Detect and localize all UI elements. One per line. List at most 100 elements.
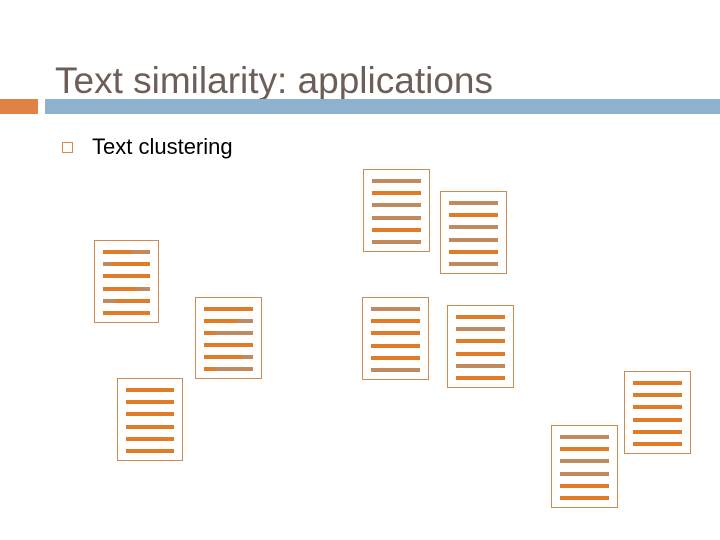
document-text-lines xyxy=(196,307,261,378)
document-text-line xyxy=(126,424,174,429)
document-text-lines xyxy=(552,435,617,507)
document-text-line xyxy=(126,412,174,417)
document-icon xyxy=(624,371,691,454)
document-text-line xyxy=(103,274,150,279)
document-text-line-accent xyxy=(126,448,174,453)
document-text-line xyxy=(103,250,150,254)
document-text-line-accent xyxy=(115,298,150,303)
document-text-line-accent xyxy=(449,213,498,218)
document-text-line-accent xyxy=(633,441,682,446)
document-text-line-accent xyxy=(372,227,421,232)
document-text-line xyxy=(126,388,174,392)
document-text-line xyxy=(204,355,253,359)
document-text-line xyxy=(372,239,421,244)
bullet-item-text-clustering: Text clustering xyxy=(62,134,233,160)
document-text-line xyxy=(449,201,498,205)
document-text-line xyxy=(371,331,420,336)
document-text-line xyxy=(204,367,253,371)
document-text-lines xyxy=(441,201,506,273)
document-text-line xyxy=(560,435,609,439)
document-text-line-accent xyxy=(103,286,137,291)
document-text-line-accent xyxy=(456,315,505,319)
document-text-line-accent xyxy=(456,339,505,344)
document-text-line xyxy=(371,355,420,360)
document-text-line xyxy=(372,203,421,208)
document-text-line xyxy=(204,343,253,347)
document-text-line xyxy=(456,363,505,368)
document-text-line xyxy=(449,225,498,230)
document-text-line xyxy=(449,213,498,218)
document-text-line xyxy=(456,339,505,344)
document-icon xyxy=(362,297,429,380)
document-text-line-accent xyxy=(371,331,420,336)
document-text-line-accent xyxy=(126,412,174,417)
document-text-line xyxy=(371,367,420,372)
document-text-line-accent xyxy=(633,393,682,398)
document-text-line xyxy=(633,417,682,422)
document-text-line-accent xyxy=(560,495,609,500)
document-text-line xyxy=(633,381,682,385)
document-text-line-accent xyxy=(456,375,505,380)
document-text-line-accent xyxy=(560,483,609,488)
document-text-lines xyxy=(95,250,158,322)
document-text-line xyxy=(633,429,682,434)
document-text-line xyxy=(560,495,609,500)
document-text-lines xyxy=(625,381,690,453)
document-text-line-accent xyxy=(371,319,420,324)
document-text-line xyxy=(456,351,505,356)
document-text-line-accent xyxy=(560,447,609,452)
document-text-line-accent xyxy=(633,429,682,434)
document-icon xyxy=(117,378,183,461)
document-icon xyxy=(195,297,262,379)
document-icon xyxy=(440,191,507,274)
document-text-lines xyxy=(118,388,182,460)
document-text-line xyxy=(456,375,505,380)
document-text-line xyxy=(633,393,682,398)
document-text-line-accent xyxy=(204,319,238,323)
document-text-line-accent xyxy=(449,249,498,254)
document-icon xyxy=(94,240,159,323)
document-text-line-accent xyxy=(126,388,174,392)
document-text-line xyxy=(204,331,253,335)
document-text-line-accent xyxy=(113,262,150,267)
document-text-line-accent xyxy=(204,367,216,371)
document-text-line-accent xyxy=(371,343,420,348)
document-text-line xyxy=(449,237,498,242)
document-text-line-accent xyxy=(103,310,150,315)
document-icon xyxy=(363,169,430,252)
document-text-lines xyxy=(364,179,429,251)
document-text-line-accent xyxy=(633,381,682,385)
document-text-line xyxy=(204,319,253,323)
document-text-line xyxy=(371,343,420,348)
accent-divider-bar xyxy=(45,99,720,114)
document-text-line xyxy=(103,298,150,303)
document-text-line-accent xyxy=(633,417,682,422)
document-text-line-accent xyxy=(204,307,253,311)
document-text-line xyxy=(372,191,421,196)
document-text-line xyxy=(560,447,609,452)
document-text-line xyxy=(449,261,498,266)
document-text-line-accent xyxy=(633,405,682,410)
document-text-line xyxy=(371,307,420,311)
document-text-line-accent xyxy=(126,400,174,405)
document-text-line-accent xyxy=(372,191,421,196)
accent-square xyxy=(0,99,38,114)
bullet-item-label: Text clustering xyxy=(92,134,233,159)
document-text-line xyxy=(456,327,505,332)
document-text-line xyxy=(204,307,253,311)
document-text-line xyxy=(371,319,420,324)
document-text-line xyxy=(126,436,174,441)
document-text-line xyxy=(633,405,682,410)
document-text-line-accent xyxy=(456,351,505,356)
document-text-line-accent xyxy=(204,343,253,347)
document-text-line-accent xyxy=(204,355,243,359)
document-text-line xyxy=(560,483,609,488)
document-text-line-accent xyxy=(103,250,132,254)
document-text-line-accent xyxy=(126,424,174,429)
document-text-lines xyxy=(448,315,513,387)
document-text-line xyxy=(633,441,682,446)
document-text-line-accent xyxy=(126,436,174,441)
document-text-line xyxy=(560,459,609,464)
hollow-square-bullet-icon xyxy=(62,141,73,153)
